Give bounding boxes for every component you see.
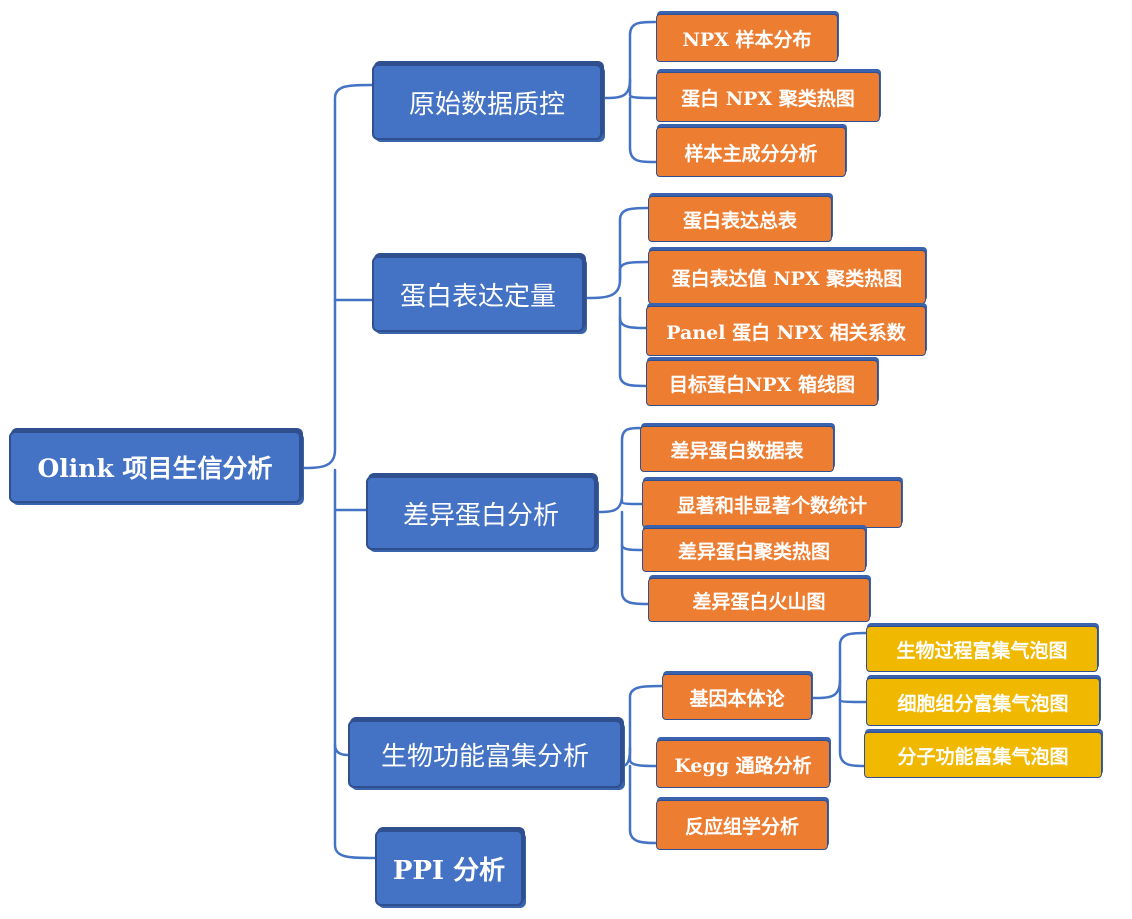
connector-b1 [600, 20, 657, 100]
connector-b3 [594, 426, 642, 514]
leaf-node: 差异蛋白火山图 [648, 578, 870, 622]
leaf-label: Panel 蛋白 NPX 相关系数 [666, 321, 906, 344]
leaf-node: 反应组学分析 [656, 800, 828, 850]
leaf-node: 差异蛋白聚类热图 [642, 528, 866, 572]
subleaf-node: 细胞组分富集气泡图 [866, 678, 1100, 726]
connector-b1-c2 [628, 78, 658, 100]
connector-b3-c4 [620, 543, 650, 606]
branch-node-1: 原始数据质控 [372, 64, 602, 140]
leaf-node: 差异蛋白数据表 [640, 426, 834, 472]
connector-b2 [582, 206, 650, 300]
leaf-node: Kegg 通路分析 [656, 740, 830, 788]
connector-b1-c3 [628, 96, 658, 164]
leaf-label: 蛋白表达总表 [682, 209, 797, 232]
leaf-node: 样本主成分分析 [656, 127, 846, 177]
branch-label: 原始数据质控 [408, 89, 565, 120]
subleaf-label: 分子功能富集气泡图 [897, 745, 1069, 768]
leaf-label: 差异蛋白数据表 [670, 439, 804, 462]
leaf-label: 显著和非显著个数统计 [676, 494, 867, 517]
connector-b4 [620, 684, 664, 768]
connector-root-b5 [333, 743, 377, 860]
connector-b3-c2 [620, 498, 644, 506]
connector-go [810, 631, 868, 700]
leaf-node: 目标蛋白NPX 箱线图 [646, 360, 878, 406]
connector-b4-c2 [628, 746, 658, 768]
leaf-label: 蛋白表达值 NPX 聚类热图 [671, 267, 903, 290]
branch-node-4: 生物功能富集分析 [348, 720, 622, 788]
leaf-label: 反应组学分析 [684, 815, 799, 838]
leaf-label: 目标蛋白NPX 箱线图 [668, 373, 855, 396]
leaf-label: 差异蛋白聚类热图 [677, 540, 830, 563]
leaf-label: 差异蛋白火山图 [692, 590, 826, 613]
connector-go-g3 [838, 698, 866, 768]
root-node: Olink 项目生信分析 [9, 431, 301, 503]
subleaf-label: 细胞组分富集气泡图 [897, 692, 1069, 715]
leaf-node: 基因本体论 [662, 674, 812, 720]
leaf-label: Kegg 通路分析 [674, 754, 812, 777]
subleaf-node: 生物过程富集气泡图 [866, 626, 1098, 672]
branch-node-3: 差异蛋白分析 [366, 476, 596, 550]
connector-b3-c3 [620, 510, 644, 552]
branch-node-2: 蛋白表达定量 [372, 256, 584, 332]
leaf-node: Panel 蛋白 NPX 相关系数 [646, 306, 926, 356]
connector-b2-c2 [618, 260, 650, 282]
subleaf-label: 生物过程富集气泡图 [896, 639, 1068, 662]
leaf-node: 蛋白表达值 NPX 聚类热图 [648, 250, 926, 304]
leaf-label: 蛋白 NPX 聚类热图 [681, 87, 855, 110]
leaf-node: 蛋白表达总表 [648, 196, 832, 242]
connector-b2-c4 [618, 316, 648, 388]
connector-b2-c3 [618, 296, 648, 330]
branch-label: PPI 分析 [392, 855, 506, 886]
leaf-label: 基因本体论 [689, 687, 785, 710]
subleaf-node: 分子功能富集气泡图 [864, 732, 1102, 778]
leaf-label: 样本主成分分析 [684, 142, 818, 165]
connector-root-b4 [333, 468, 350, 757]
branch-label: 蛋白表达定量 [399, 281, 556, 312]
leaf-label: NPX 样本分布 [682, 28, 812, 51]
leaf-node: 蛋白 NPX 聚类热图 [656, 72, 880, 122]
leaf-node: 显著和非显著个数统计 [642, 480, 902, 528]
connector-root [298, 83, 374, 470]
connector-b4-c3 [628, 764, 658, 845]
branch-label: 差异蛋白分析 [402, 500, 559, 531]
leaf-node: NPX 样本分布 [656, 14, 838, 62]
branch-node-5: PPI 分析 [375, 830, 523, 906]
root-label: Olink 项目生信分析 [37, 454, 273, 483]
connector-go-g2 [838, 678, 868, 704]
branch-label: 生物功能富集分析 [380, 741, 589, 772]
